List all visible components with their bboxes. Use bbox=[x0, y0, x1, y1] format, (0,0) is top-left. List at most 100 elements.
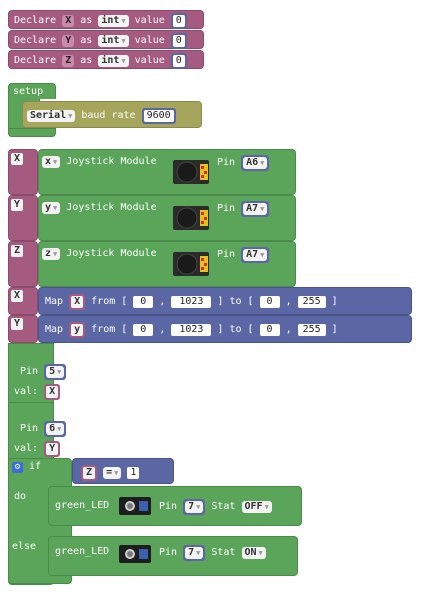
joystick-var[interactable]: Z bbox=[11, 245, 24, 257]
from-low-input[interactable]: 0 bbox=[133, 296, 154, 308]
to-high-input[interactable]: 255 bbox=[297, 324, 326, 336]
if-header: ⚙ if bbox=[12, 460, 41, 474]
val-label: val: bbox=[14, 386, 39, 397]
pin-slot: 7▼ bbox=[183, 545, 206, 561]
pin-dropdown[interactable]: A7▼ bbox=[243, 203, 268, 215]
value-label: value bbox=[134, 35, 165, 46]
chevron-down-icon: ▼ bbox=[196, 503, 201, 511]
map-target-var[interactable]: X bbox=[11, 290, 24, 302]
chevron-down-icon: ▼ bbox=[121, 57, 126, 65]
declare-block-x[interactable]: Declare X as int▼ value 0 bbox=[8, 10, 204, 29]
serial-dropdown[interactable]: Serial▼ bbox=[27, 110, 76, 122]
pin-label: Pin bbox=[20, 366, 39, 377]
setup-label: setup bbox=[13, 86, 44, 97]
map-target-var[interactable]: Y bbox=[11, 318, 24, 330]
value-input[interactable]: 0 bbox=[172, 35, 185, 47]
joystick-row: z▼ Joystick Module bbox=[42, 247, 157, 261]
gear-icon[interactable]: ⚙ bbox=[12, 462, 23, 473]
joystick-image-icon bbox=[173, 252, 209, 276]
axis-dropdown[interactable]: x▼ bbox=[42, 156, 61, 168]
type-dropdown[interactable]: int▼ bbox=[98, 55, 129, 67]
from-high-input[interactable]: 1023 bbox=[171, 296, 212, 308]
map-block-y[interactable]: Map y from [ 0 , 1023 ] to [ 0 , 255 ] bbox=[38, 315, 412, 343]
joystick-block-z[interactable]: z▼ Joystick Module Pin A7▼ bbox=[38, 241, 296, 287]
operator-dropdown[interactable]: =▼ bbox=[103, 467, 122, 479]
chevron-down-icon: ▼ bbox=[121, 37, 126, 45]
do-label: do bbox=[14, 491, 27, 502]
pin-dropdown[interactable]: 5▼ bbox=[46, 366, 65, 378]
value-input[interactable]: 0 bbox=[172, 55, 185, 67]
serial-block[interactable]: Serial▼ baud rate 9600 bbox=[22, 101, 202, 128]
axis-dropdown[interactable]: z▼ bbox=[42, 248, 61, 260]
from-high-input[interactable]: 1023 bbox=[171, 324, 212, 336]
joystick-label: Joystick Module bbox=[66, 248, 157, 259]
chevron-down-icon: ▼ bbox=[57, 425, 62, 433]
stat-dropdown[interactable]: ON▼ bbox=[241, 547, 266, 559]
map-src-slot: X bbox=[69, 294, 86, 310]
value-slot: 0 bbox=[170, 53, 187, 69]
declare-var[interactable]: Y bbox=[62, 35, 75, 47]
write-val-row: val: X bbox=[14, 384, 61, 400]
map-row: Map X from [ 0 , 1023 ] to [ 0 , 255 ] bbox=[45, 294, 338, 310]
val-var[interactable]: X bbox=[46, 386, 59, 398]
condition-block[interactable]: Z =▼ 1 bbox=[72, 458, 174, 484]
baud-input[interactable]: 9600 bbox=[143, 110, 174, 122]
to-low-input[interactable]: 0 bbox=[259, 324, 280, 336]
map-src-var[interactable]: y bbox=[71, 324, 84, 336]
cond-var[interactable]: Z bbox=[83, 467, 96, 479]
axis-dropdown[interactable]: y▼ bbox=[42, 202, 61, 214]
joystick-var[interactable]: Y bbox=[11, 199, 24, 211]
stat-label: Stat bbox=[211, 501, 236, 512]
from-low-input[interactable]: 0 bbox=[133, 324, 154, 336]
pin-dropdown[interactable]: 7▼ bbox=[185, 501, 204, 513]
write-val-row: val: Y bbox=[14, 441, 61, 457]
pin-label: Pin bbox=[217, 203, 236, 214]
value-input[interactable]: 0 bbox=[172, 15, 185, 27]
pin-row: Pin A6▼ bbox=[217, 155, 270, 171]
pin-dropdown[interactable]: 6▼ bbox=[46, 423, 65, 435]
joystick-label: Joystick Module bbox=[66, 202, 157, 213]
declare-row: Declare Y as int▼ value 0 bbox=[14, 33, 187, 49]
serial-row: Serial▼ baud rate 9600 bbox=[27, 108, 176, 124]
type-dropdown[interactable]: int▼ bbox=[98, 15, 129, 27]
to-low-input[interactable]: 0 bbox=[259, 296, 280, 308]
chevron-down-icon: ▼ bbox=[53, 250, 58, 258]
to-high-input[interactable]: 255 bbox=[297, 296, 326, 308]
type-dropdown[interactable]: int▼ bbox=[98, 35, 129, 47]
pin-dropdown[interactable]: A7▼ bbox=[243, 249, 268, 261]
write-divider bbox=[8, 402, 54, 403]
led-label: green_LED bbox=[55, 546, 110, 557]
chevron-down-icon: ▼ bbox=[53, 204, 58, 212]
pin-row: Pin A7▼ bbox=[217, 247, 270, 263]
map-block-x[interactable]: Map X from [ 0 , 1023 ] to [ 0 , 255 ] bbox=[38, 287, 412, 315]
led-block-else[interactable]: green_LED Pin 7▼ Stat ON▼ bbox=[48, 536, 298, 576]
from-label: from [ bbox=[91, 296, 128, 307]
joystick-block-y[interactable]: y▼ Joystick Module Pin A7▼ bbox=[38, 195, 296, 241]
val-label: val: bbox=[14, 443, 39, 454]
baud-label: baud rate bbox=[81, 110, 136, 121]
to-label: ] to [ bbox=[217, 324, 254, 335]
stat-dropdown[interactable]: OFF▼ bbox=[241, 501, 272, 513]
chevron-down-icon: ▼ bbox=[121, 17, 126, 25]
pin-dropdown[interactable]: A6▼ bbox=[243, 157, 268, 169]
led-pin-row: Pin 7▼ Stat OFF▼ bbox=[159, 499, 272, 515]
cond-num-input[interactable]: 1 bbox=[127, 467, 140, 479]
value-slot: 0 bbox=[170, 33, 187, 49]
declare-block-z[interactable]: Declare Z as int▼ value 0 bbox=[8, 50, 204, 69]
pin-label: Pin bbox=[159, 547, 178, 558]
chevron-down-icon: ▼ bbox=[264, 503, 269, 511]
pin-dropdown[interactable]: 7▼ bbox=[185, 547, 204, 559]
declare-block-y[interactable]: Declare Y as int▼ value 0 bbox=[8, 30, 204, 49]
map-label: Map bbox=[45, 296, 64, 307]
val-var[interactable]: Y bbox=[46, 443, 59, 455]
joystick-block-x[interactable]: x▼ Joystick Module Pin A6▼ bbox=[38, 149, 296, 195]
joystick-var[interactable]: X bbox=[11, 153, 24, 165]
declare-var[interactable]: Z bbox=[62, 55, 75, 67]
declare-var[interactable]: X bbox=[62, 15, 75, 27]
joystick-label: Joystick Module bbox=[66, 156, 157, 167]
to-label: ] to [ bbox=[217, 296, 254, 307]
pin-label: Pin bbox=[20, 423, 39, 434]
led-block-do[interactable]: green_LED Pin 7▼ Stat OFF▼ bbox=[48, 486, 302, 526]
chevron-down-icon: ▼ bbox=[53, 158, 58, 166]
map-src-var[interactable]: X bbox=[71, 296, 84, 308]
